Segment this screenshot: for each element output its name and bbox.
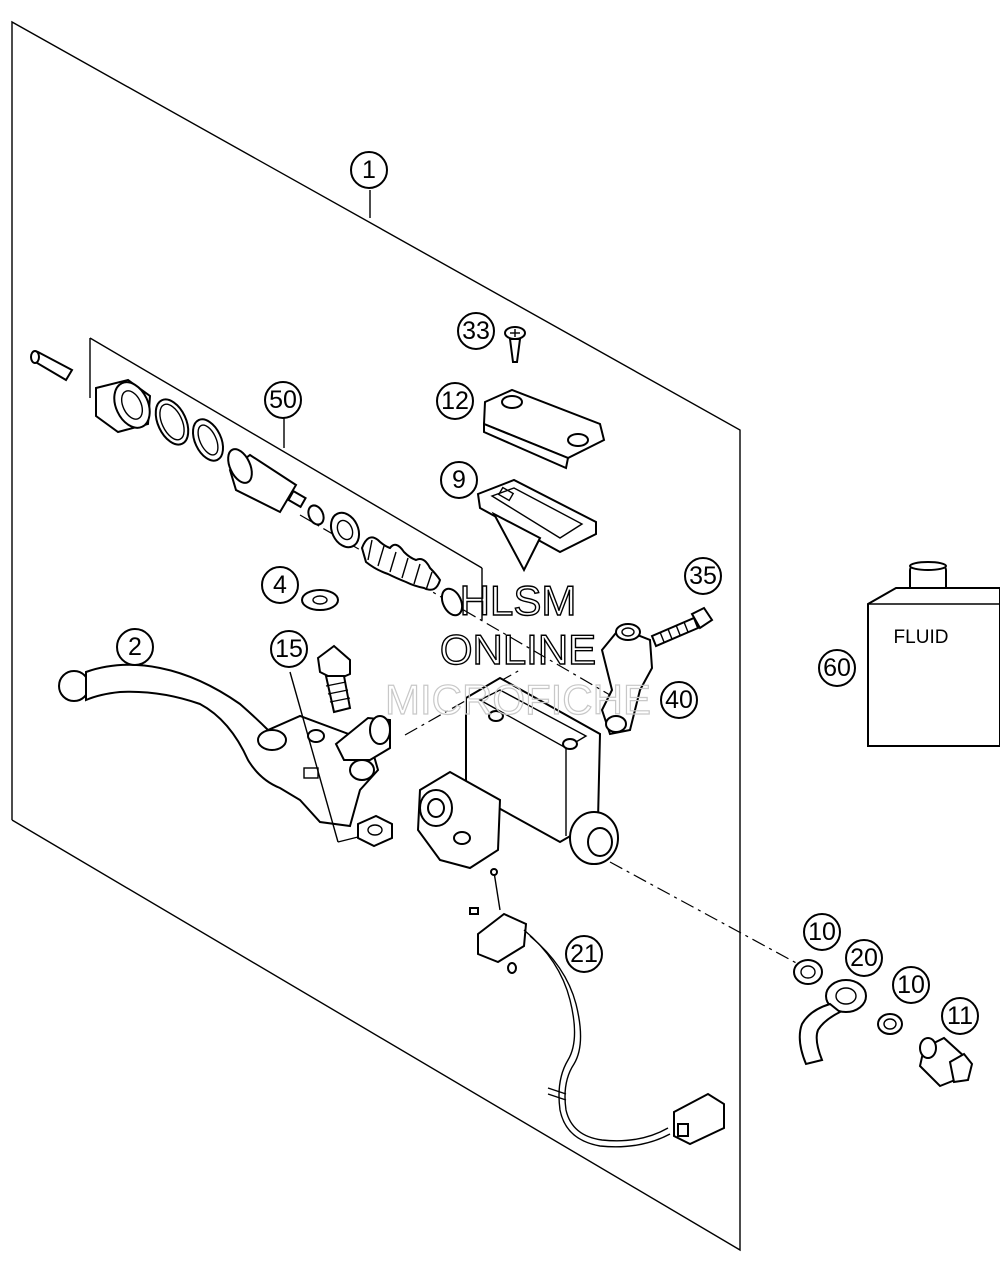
callout-4: 4	[261, 566, 299, 604]
pivot-pin	[30, 350, 74, 382]
banjo-bolt	[918, 1036, 974, 1088]
return-spring	[360, 536, 442, 591]
callout-60: 60	[818, 649, 856, 687]
handlebar-clamp	[600, 623, 654, 736]
washer	[301, 589, 339, 611]
cover-screw	[504, 326, 526, 363]
svg-text:33: 33	[462, 317, 490, 345]
callout-20: 20	[845, 939, 883, 977]
svg-text:20: 20	[850, 944, 878, 972]
svg-text:40: 40	[665, 686, 693, 714]
callout-33: 33	[457, 312, 495, 350]
assembly-boundary	[11, 20, 741, 1252]
lever-adjuster-bush	[334, 715, 391, 761]
dust-boot	[95, 378, 152, 434]
reservoir-cover	[482, 388, 606, 470]
callout-15: 15	[270, 630, 308, 668]
watermark: HLSM ONLINE MICROFICHE	[384, 576, 651, 723]
callout-10-upper: 10	[803, 913, 841, 951]
callout-12: 12	[436, 382, 474, 420]
callout-2: 2	[116, 628, 154, 666]
svg-text:10: 10	[897, 971, 925, 999]
crush-washer-upper	[793, 959, 823, 985]
brake-fluid-bottle	[867, 561, 1000, 747]
axis-line-banjo	[609, 861, 801, 966]
seal-ring	[191, 418, 225, 462]
seal-ring-inner	[197, 424, 219, 456]
circlip-ring	[154, 398, 190, 446]
svg-text:11: 11	[947, 1002, 973, 1030]
primary-cup-inner	[336, 519, 354, 541]
svg-text:ONLINE: ONLINE	[440, 626, 596, 673]
svg-text:HLSM: HLSM	[460, 577, 577, 624]
piston-kit-bracket-edge	[89, 337, 483, 569]
circlip-ring-inner	[159, 403, 185, 441]
leader-line-15	[289, 671, 339, 843]
svg-text:4: 4	[273, 571, 287, 599]
lever-pivot-nut	[357, 814, 393, 848]
callout-9: 9	[440, 461, 478, 499]
reservoir-diaphragm	[476, 478, 597, 573]
brake-hose-banjo	[798, 979, 867, 1066]
svg-text:21: 21	[570, 940, 598, 968]
spring-seat-ring	[440, 587, 464, 617]
svg-text:12: 12	[441, 387, 469, 415]
callout-21: 21	[565, 935, 603, 973]
callout-11: 11	[941, 997, 979, 1035]
svg-text:15: 15	[275, 635, 303, 663]
callout-1: 1	[350, 151, 388, 189]
callout-40: 40	[660, 681, 698, 719]
callout-10-lower: 10	[892, 966, 930, 1004]
fluid-label: FLUID	[894, 627, 949, 648]
master-cylinder-body	[416, 676, 619, 870]
svg-text:2: 2	[128, 633, 142, 661]
svg-text:MICROFICHE: MICROFICHE	[385, 676, 651, 723]
brake-light-switch	[469, 868, 725, 1148]
small-washer	[307, 504, 325, 526]
svg-text:35: 35	[689, 562, 717, 590]
reservoir-bolt	[650, 606, 714, 648]
callout-35: 35	[684, 557, 722, 595]
lever-pivot-bolt	[316, 644, 352, 714]
svg-text:10: 10	[808, 918, 836, 946]
primary-cup	[329, 511, 361, 549]
svg-text:60: 60	[823, 654, 851, 682]
piston	[227, 448, 307, 514]
svg-text:9: 9	[452, 466, 466, 494]
svg-text:1: 1	[362, 156, 376, 184]
svg-text:50: 50	[269, 386, 297, 414]
brake-lever	[58, 663, 380, 828]
callout-50: 50	[264, 381, 302, 419]
crush-washer-lower	[877, 1013, 903, 1035]
